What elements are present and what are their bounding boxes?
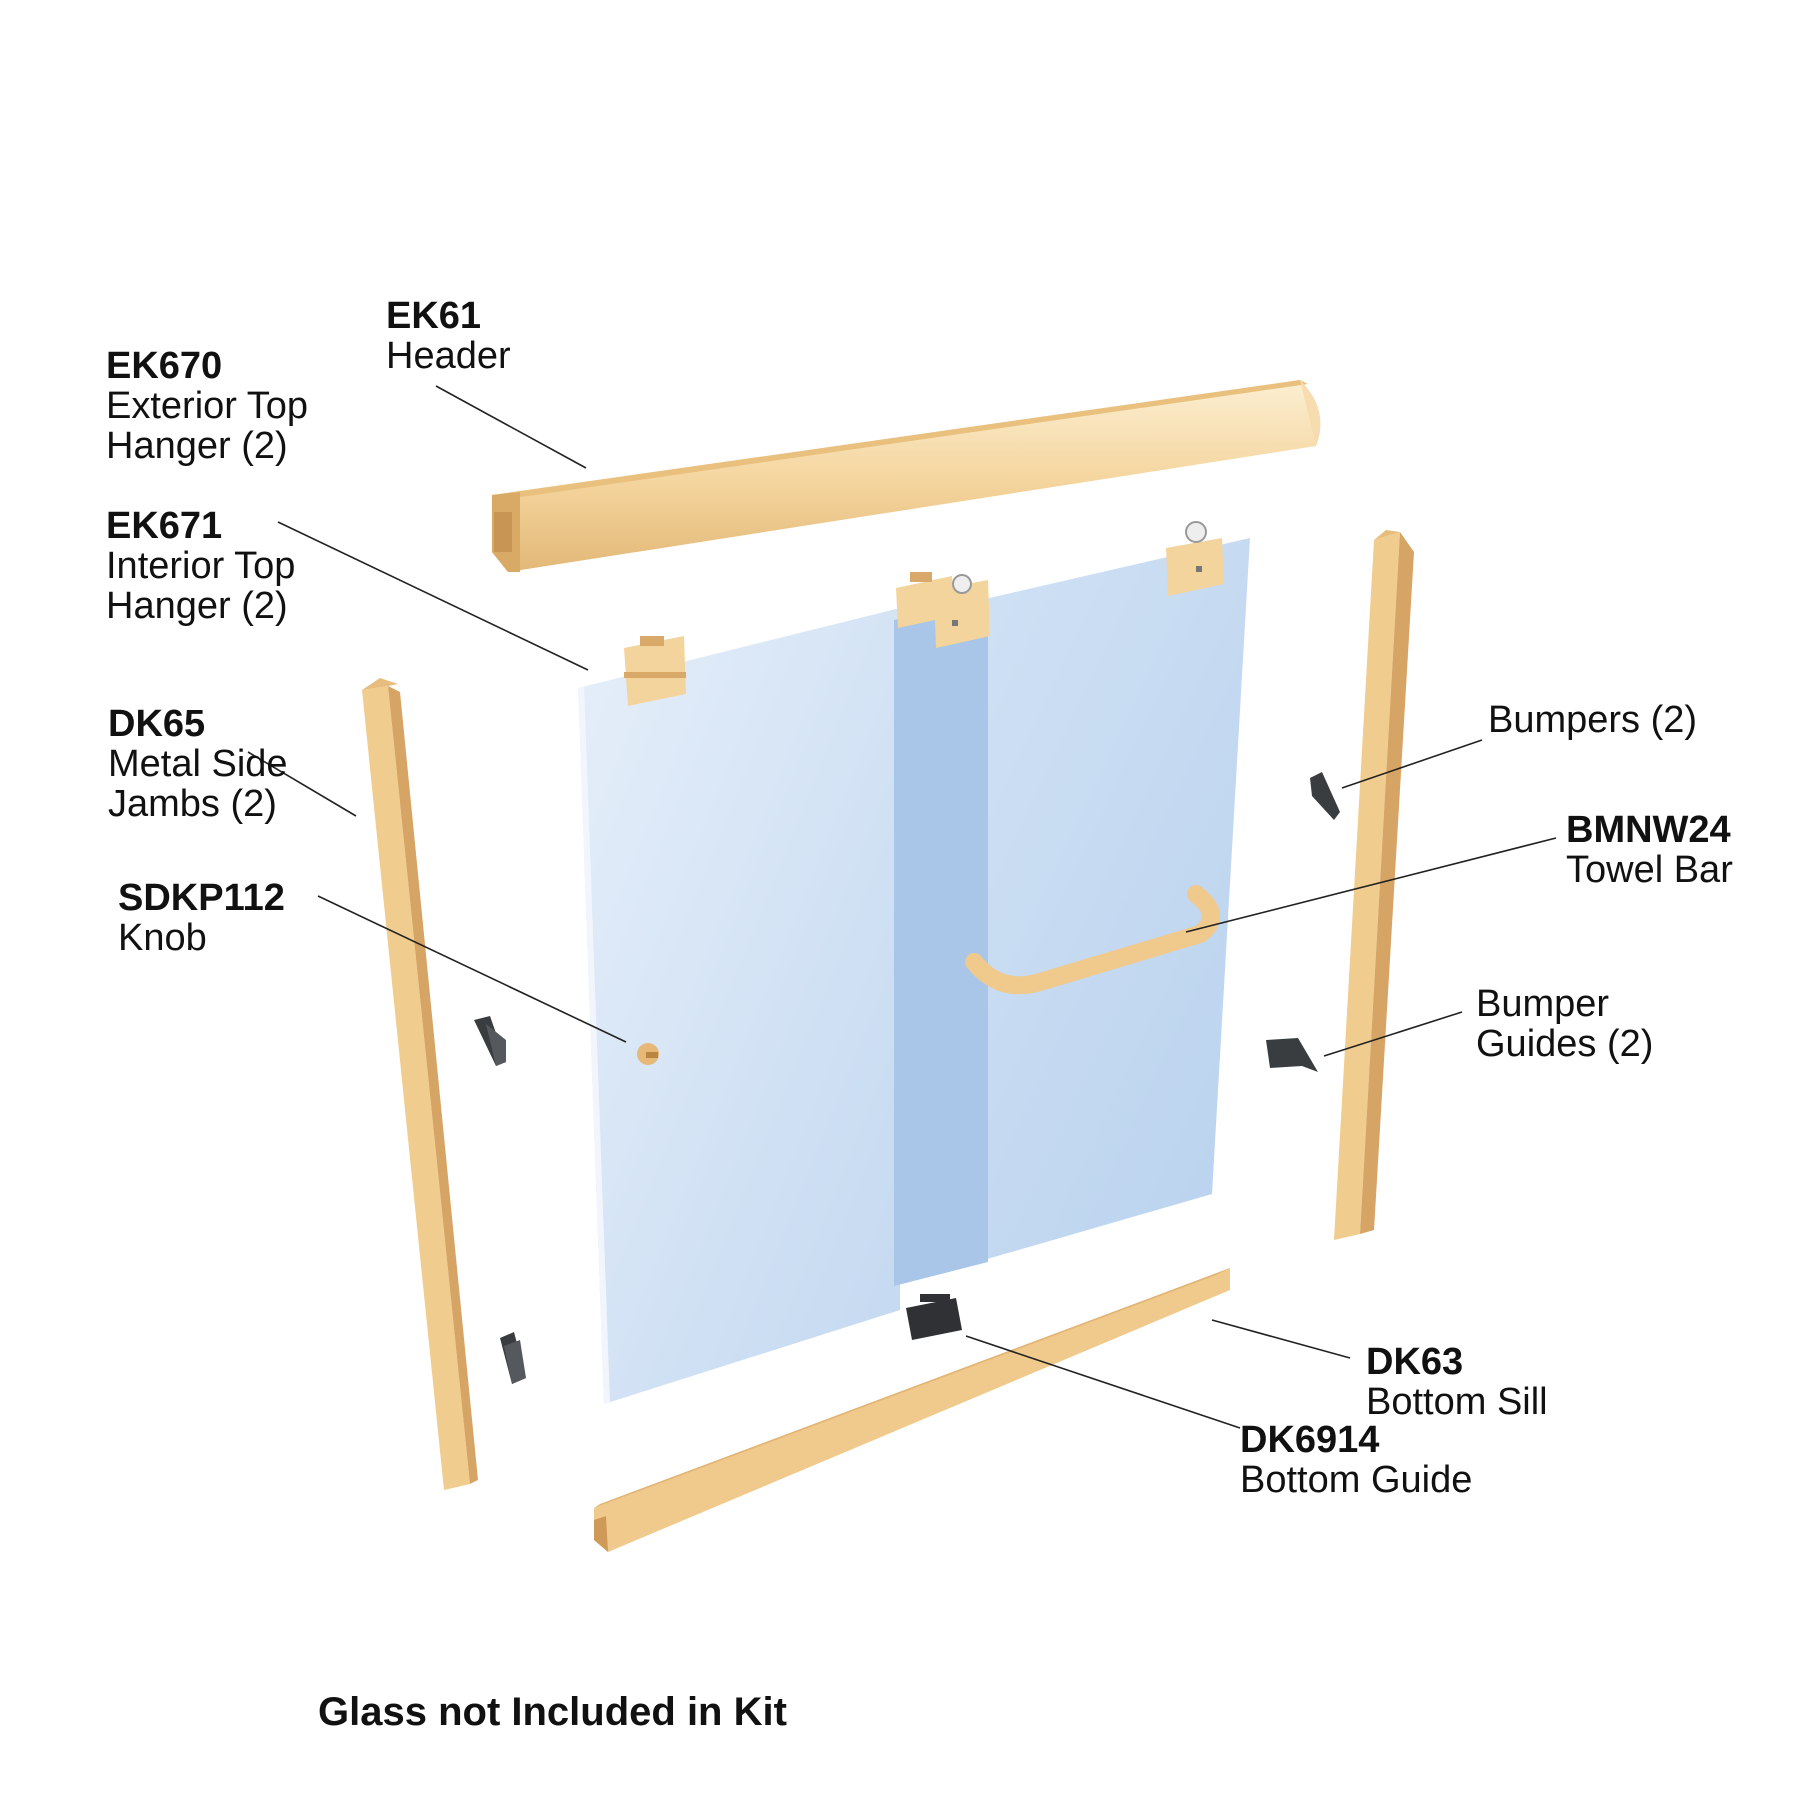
label-ek670: EK670 Exterior Top Hanger (2) xyxy=(106,346,308,466)
part-code: DK6914 xyxy=(1240,1419,1380,1461)
label-ek61: EK61 Header xyxy=(386,296,511,376)
part-name: Bumpers (2) xyxy=(1488,699,1698,741)
left-glass-panel xyxy=(578,608,900,1404)
part-name: Exterior Top xyxy=(106,385,309,427)
exterior-top-hanger-left xyxy=(934,574,990,648)
towel-bar xyxy=(965,885,1220,995)
leader-bumper-guides xyxy=(1323,1011,1463,1057)
leader-lines xyxy=(247,385,1557,1429)
part-name: Bottom Sill xyxy=(1366,1381,1548,1423)
header-rail xyxy=(492,380,1321,572)
part-name: Bumper xyxy=(1476,983,1610,1025)
bumper-guide-upper xyxy=(1266,1038,1318,1072)
leader-dk6914 xyxy=(965,1335,1241,1429)
label-sdkp112: SDKP112 Knob xyxy=(118,878,285,958)
label-bumper-guides: Bumper Guides (2) xyxy=(1476,984,1653,1064)
label-dk63: DK63 Bottom Sill xyxy=(1366,1342,1548,1422)
bottom-sill xyxy=(594,1268,1230,1552)
part-code: EK61 xyxy=(386,295,482,337)
bumper-guide-lower xyxy=(500,1332,526,1384)
part-code: SDKP112 xyxy=(118,877,285,919)
part-code: EK670 xyxy=(106,345,223,387)
right-glass-panel xyxy=(894,538,1250,1286)
part-code: EK671 xyxy=(106,505,223,547)
part-code: BMNW24 xyxy=(1566,809,1731,851)
part-name: Jambs (2) xyxy=(108,783,277,825)
label-bmnw24: BMNW24 Towel Bar xyxy=(1566,810,1733,890)
part-name: Hanger (2) xyxy=(106,585,288,627)
leader-dk63 xyxy=(1211,1319,1351,1359)
part-name: Guides (2) xyxy=(1476,1023,1654,1065)
part-name: Bottom Guide xyxy=(1240,1459,1473,1501)
part-name: Knob xyxy=(118,917,207,959)
part-code: DK63 xyxy=(1366,1341,1464,1383)
knob xyxy=(637,1043,659,1065)
leader-ek61 xyxy=(435,385,587,469)
leader-sdkp112 xyxy=(317,895,627,1043)
label-bumpers: Bumpers (2) xyxy=(1488,700,1697,740)
label-dk6914: DK6914 Bottom Guide xyxy=(1240,1420,1472,1500)
part-name: Metal Side xyxy=(108,743,288,785)
leader-dk65 xyxy=(247,751,357,817)
leader-bumpers xyxy=(1341,739,1483,789)
left-side-jamb xyxy=(362,678,478,1490)
label-ek671: EK671 Interior Top Hanger (2) xyxy=(106,506,295,626)
part-name: Hanger (2) xyxy=(106,425,288,467)
bumper-lower xyxy=(474,1016,506,1066)
label-dk65: DK65 Metal Side Jambs (2) xyxy=(108,704,288,824)
part-code: DK65 xyxy=(108,703,206,745)
bumper-upper xyxy=(1310,772,1340,820)
bottom-guide xyxy=(906,1294,962,1340)
exterior-top-hanger-right xyxy=(1166,521,1224,596)
part-name: Interior Top xyxy=(106,545,296,587)
glass-not-included-note: Glass not Included in Kit xyxy=(318,1690,787,1734)
part-name: Header xyxy=(386,335,511,377)
leader-ek671 xyxy=(277,521,589,671)
part-name: Towel Bar xyxy=(1566,849,1733,891)
leader-bmnw24 xyxy=(1185,837,1557,933)
interior-top-hanger-left xyxy=(624,636,686,706)
